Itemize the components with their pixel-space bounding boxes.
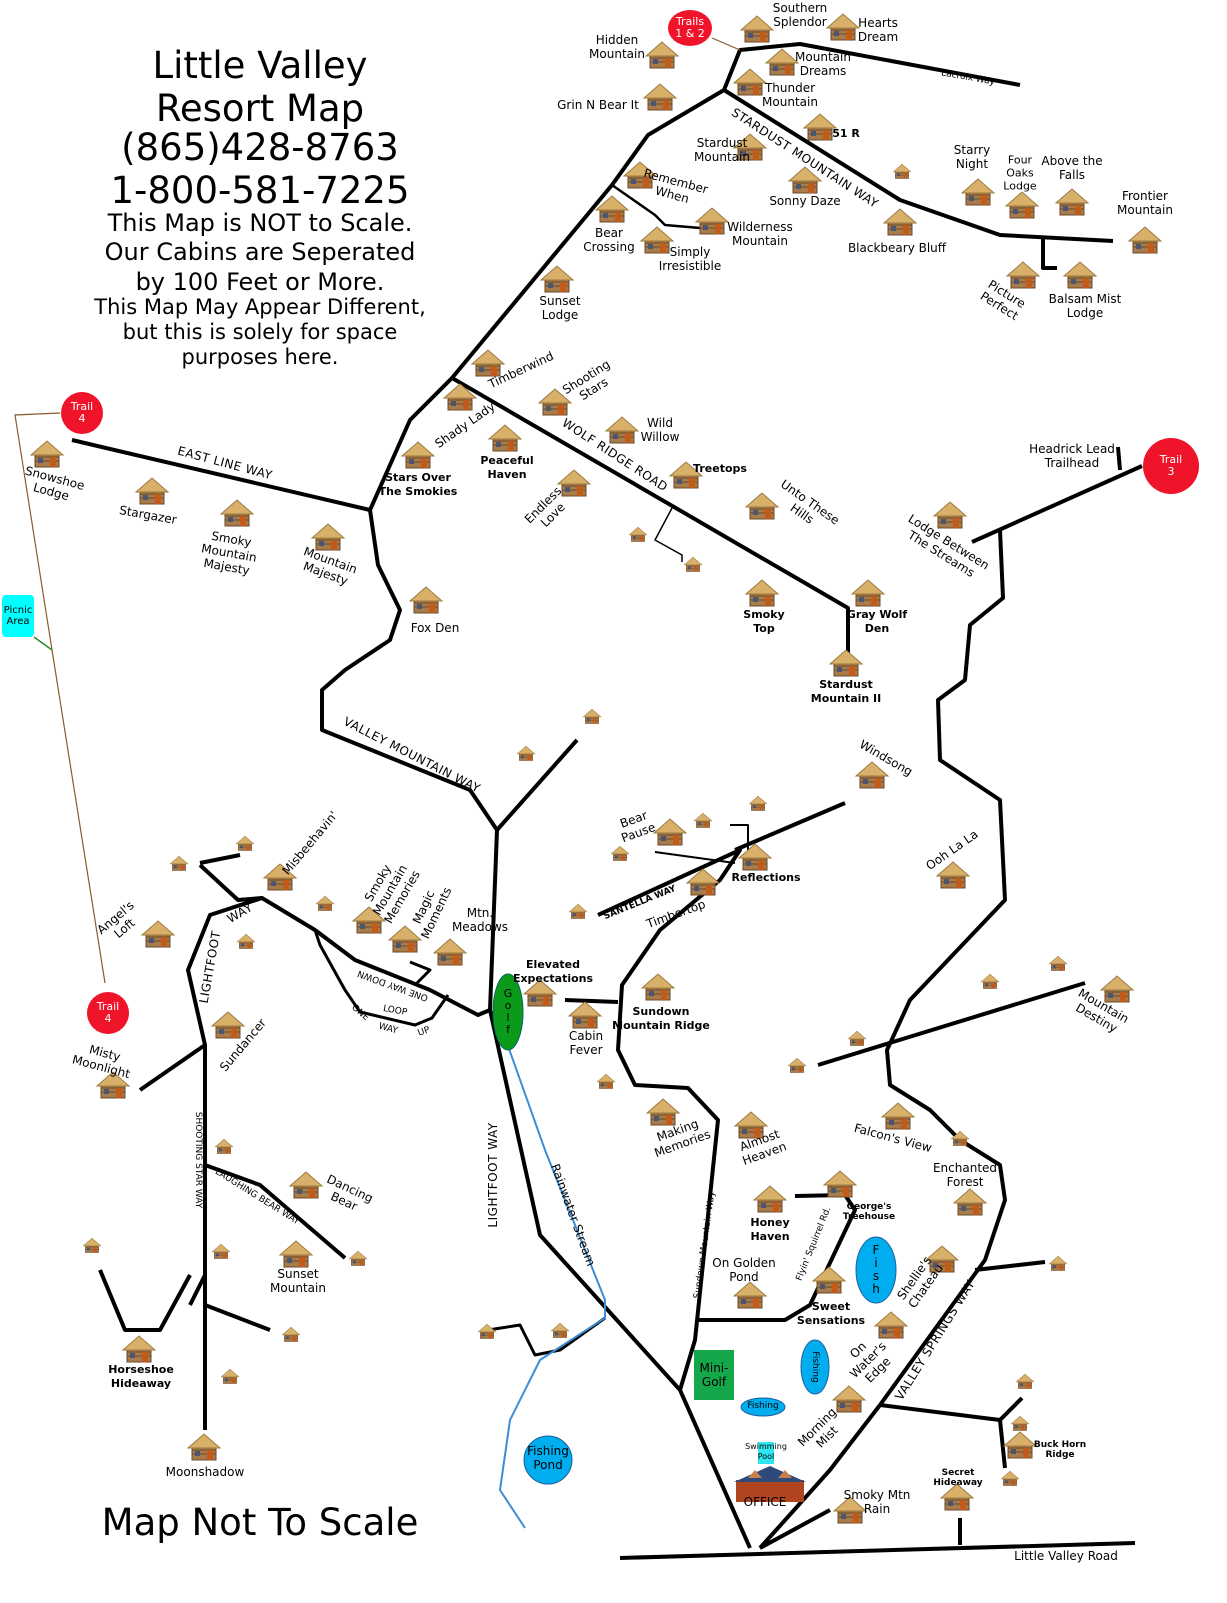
cabin-label[interactable]: Sundown Mountain Ridge	[612, 1005, 710, 1032]
cabin-label[interactable]: Moonshadow	[165, 1465, 245, 1479]
cabin-label[interactable]: Sunset Mountain	[270, 1267, 326, 1295]
fish-pond[interactable]	[855, 1236, 897, 1304]
cabin-label[interactable]: Treetops	[693, 462, 747, 475]
cabin-label[interactable]: Horseshoe Hideaway	[108, 1363, 174, 1390]
cabin-label[interactable]: 51 R	[832, 127, 860, 140]
note-separated: Our Cabins are Seperated	[104, 238, 416, 266]
phone-local: (865)428-8763	[121, 126, 399, 169]
office-label[interactable]: OFFICE	[743, 1495, 787, 1509]
golf-label[interactable]: G o l f	[503, 987, 513, 1036]
cabin-label[interactable]: Above the Falls	[1041, 154, 1103, 182]
fishing-pond[interactable]	[523, 1435, 573, 1485]
picnic-path	[33, 636, 53, 651]
road-little-valley: Little Valley Road	[1014, 1549, 1118, 1563]
cabin-label[interactable]: Wilderness Mountain	[727, 220, 793, 248]
cabin-label[interactable]: Mtn. Meadows	[451, 906, 509, 934]
cabin-label[interactable]: Stardust Mountain II	[810, 678, 882, 705]
cabin-label[interactable]: Mountain Dreams	[795, 50, 851, 78]
fishing-label-horizontal[interactable]: Fishing	[747, 1401, 779, 1411]
road-lightfoot-way-lower: LIGHTFOOT WAY	[486, 1122, 500, 1228]
mini-golf-label[interactable]: Mini- Golf	[699, 1361, 729, 1389]
footer-not-to-scale: Map Not To Scale	[101, 1501, 419, 1544]
trail-4-marker-upper[interactable]: Trail 4	[61, 392, 103, 434]
note-appear-different: This Map May Appear Different,	[94, 295, 426, 319]
cabin-label[interactable]: Sonny Daze	[769, 194, 841, 208]
swimming-pool[interactable]	[758, 1442, 774, 1464]
cabin-label[interactable]: Starry Night	[953, 143, 991, 171]
note-100-feet: by 100 Feet or More.	[135, 268, 385, 296]
cabin-label[interactable]: Sweet Sensations	[796, 1300, 866, 1327]
trails-1-2-marker[interactable]: Trails 1 & 2	[668, 10, 712, 46]
fishing-pond-label[interactable]: Fishing Pond	[527, 1444, 569, 1472]
note-not-to-scale: This Map is NOT to Scale.	[107, 209, 413, 237]
cabin-label[interactable]: Grin N Bear It	[557, 98, 639, 112]
cabin-label[interactable]: Wild Willow	[640, 416, 680, 444]
cabin-label[interactable]: Four Oaks Lodge	[1003, 153, 1037, 193]
cabin-label[interactable]: Smoky Mtn Rain	[843, 1488, 911, 1516]
cabin-label[interactable]: George's Treehouse	[842, 1202, 896, 1222]
cabin-label[interactable]: Honey Haven	[750, 1216, 790, 1243]
cabin-label[interactable]: Enchanted Forest	[932, 1161, 998, 1189]
phone-tollfree: 1-800-581-7225	[110, 169, 410, 212]
cabin-label[interactable]: Blackbeary Bluff	[847, 241, 947, 255]
headrick-trailhead-label: Headrick Lead Trailhead	[1029, 442, 1115, 470]
trail-4-path	[14, 412, 106, 984]
cabin-label[interactable]: Peaceful Haven	[480, 454, 534, 481]
trail-1-2-path	[711, 37, 741, 51]
note-space: but this is solely for space	[122, 320, 398, 344]
cabin-label[interactable]: Hearts Dream	[857, 16, 899, 44]
trail-4-marker-lower[interactable]: Trail 4	[87, 992, 129, 1034]
cabin-label[interactable]: Fox Den	[410, 621, 460, 635]
cabin-label[interactable]: Thunder Mountain	[762, 81, 818, 109]
cabin-label[interactable]: Buck Horn Ridge	[1033, 1440, 1087, 1460]
cabin-label[interactable]: Southern Splendor	[772, 1, 828, 29]
cabin-label[interactable]: Smoky Top	[743, 608, 785, 635]
fishing-label-vertical[interactable]: Fishing	[810, 1351, 820, 1383]
title-line-1: Little Valley	[152, 44, 368, 87]
cabin-label[interactable]: Gray Wolf Den	[846, 608, 908, 635]
cabin-label[interactable]: On Golden Pond	[712, 1256, 776, 1284]
swimming-pool-label[interactable]: Swimming Pool	[745, 1442, 787, 1461]
note-purposes: purposes here.	[181, 345, 339, 369]
cabin-label[interactable]: Secret Hideaway	[933, 1468, 983, 1488]
picnic-area[interactable]: Picnic Area	[2, 595, 34, 637]
office-building-icon	[734, 1466, 806, 1502]
cabin-label[interactable]: Bear Crossing	[583, 226, 635, 254]
cabin-label[interactable]: Balsam Mist Lodge	[1048, 292, 1122, 320]
cabin-label[interactable]: Simply Irresistible	[658, 245, 722, 273]
title-line-2: Resort Map	[155, 87, 365, 130]
cabin-label[interactable]: Stars Over The Smokies	[378, 471, 458, 498]
cabin-label[interactable]: Cabin Fever	[568, 1029, 604, 1057]
fishing-pond-horizontal[interactable]	[740, 1397, 786, 1417]
fishing-pond-vertical[interactable]	[800, 1339, 830, 1395]
cabin-label[interactable]: Elevated Expectations	[512, 958, 594, 985]
cabin-label[interactable]: Sunset Lodge	[539, 294, 581, 322]
road-shooting-star-way: SHOOTING STAR WAY	[193, 1111, 203, 1209]
cabin-label[interactable]: Reflections	[731, 871, 801, 884]
mini-golf-area[interactable]	[694, 1350, 734, 1400]
fish-label[interactable]: F i s h	[872, 1243, 880, 1296]
cabin-label[interactable]: Hidden Mountain	[589, 33, 645, 61]
rainwater-stream	[496, 1014, 606, 1529]
cabin-label[interactable]: Stardust Mountain	[694, 136, 750, 164]
golf-area[interactable]	[492, 973, 524, 1051]
trail-3-marker[interactable]: Trail 3	[1143, 438, 1199, 494]
cabin-label[interactable]: Frontier Mountain	[1117, 189, 1173, 217]
